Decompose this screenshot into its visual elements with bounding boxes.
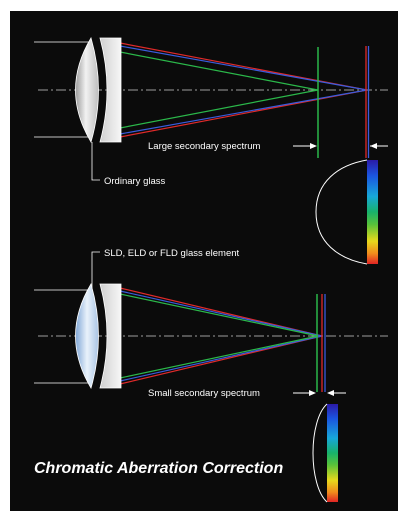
sld-lens-element	[75, 283, 99, 389]
concave-lens-top	[99, 37, 122, 143]
large-spectrum-curve	[315, 159, 378, 265]
rays-top	[119, 42, 368, 138]
special-glass-label: SLD, ELD or FLD glass element	[104, 248, 240, 259]
spectrum-bar-small	[327, 404, 338, 502]
ordinary-lens-section: Large secondary spectrum Ordinary glass	[34, 37, 388, 265]
diagram-title: Chromatic Aberration Correction	[34, 460, 283, 477]
large-secondary-spectrum-label: Large secondary spectrum	[148, 141, 261, 152]
concave-lens-bottom	[99, 283, 122, 389]
rays-bottom	[119, 287, 323, 385]
spectrum-bar-large	[367, 160, 378, 264]
ordinary-glass-label: Ordinary glass	[104, 176, 165, 187]
small-spectrum-arrows	[293, 390, 346, 396]
spectrum-arc-large	[315, 159, 368, 265]
special-lens-section: SLD, ELD or FLD glass element	[34, 248, 388, 503]
large-spectrum-arrows	[293, 143, 388, 149]
convex-lens-top	[75, 37, 99, 143]
small-spectrum-curve	[312, 403, 338, 503]
ordinary-glass-leader	[91, 142, 100, 181]
spectrum-arc-small	[312, 403, 328, 503]
special-glass-leader	[91, 251, 100, 288]
small-secondary-spectrum-label: Small secondary spectrum	[148, 388, 260, 399]
